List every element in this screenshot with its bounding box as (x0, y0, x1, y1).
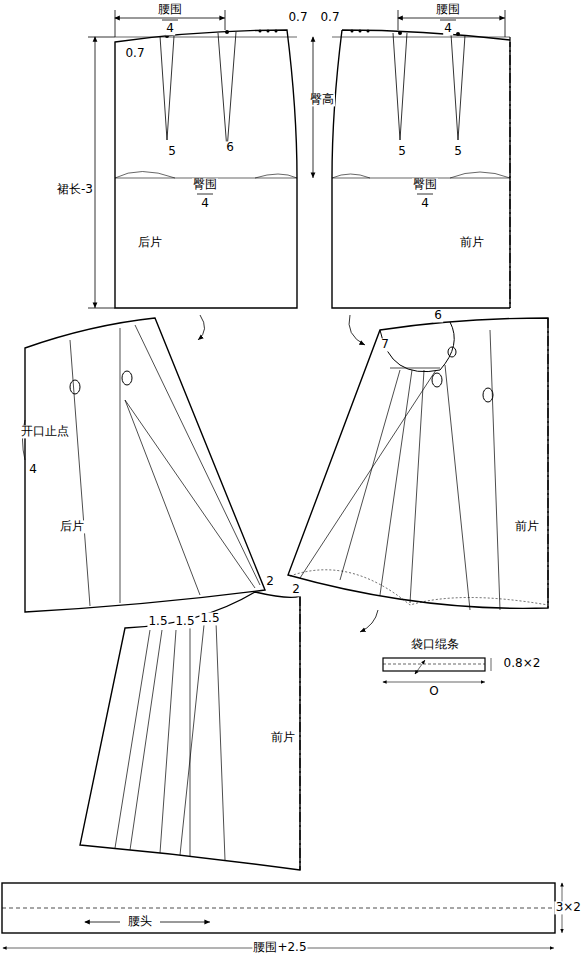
dimension-label: 6 (433, 309, 443, 322)
part-label: 腰围 (435, 3, 461, 16)
part-label: 前片 (514, 520, 540, 533)
dimension-label: 6 (225, 141, 235, 154)
dimension-label: 0.8×2 (503, 657, 542, 670)
dimension-label: 4 (28, 463, 38, 476)
part-label: 臀围 (412, 178, 438, 191)
dimension-label: 5 (167, 145, 177, 158)
dimension-label: 0.7 (124, 47, 145, 60)
part-label: 后片 (59, 520, 85, 533)
dimension-label: 7 (380, 338, 390, 351)
dimension-label: 4 (200, 197, 210, 210)
dimension-label: 4 (443, 22, 453, 35)
dimension-label: 1.5 (199, 612, 220, 625)
dimension-label: 2 (291, 583, 301, 596)
part-label: 开口止点 (20, 425, 70, 438)
part-label: 臀高 (309, 93, 335, 106)
part-label: 臀围 (192, 178, 218, 191)
part-label: 前片 (459, 236, 485, 249)
part-label: 后片 (137, 236, 163, 249)
dimension-label: 4 (165, 22, 175, 35)
dimension-label: 1.5 (174, 615, 195, 628)
part-label: 前片 (270, 731, 296, 744)
dimension-label: 2 (265, 575, 275, 588)
part-label: 腰围 (157, 3, 183, 16)
dimension-label: 0.7 (287, 11, 308, 24)
part-label: 腰头 (127, 915, 153, 928)
dimension-label: 4 (420, 197, 430, 210)
dimension-label: 3×2 (555, 901, 582, 914)
dimension-label: 1.5 (147, 615, 168, 628)
dimension-label: 0.7 (319, 11, 340, 24)
dimension-label: 5 (397, 145, 407, 158)
dimension-label: O (428, 685, 439, 698)
part-label: 腰围+2.5 (252, 941, 307, 954)
dimension-label: 5 (453, 145, 463, 158)
part-label: 袋口绲条 (410, 638, 460, 651)
part-label: 裙长-3 (56, 183, 94, 196)
